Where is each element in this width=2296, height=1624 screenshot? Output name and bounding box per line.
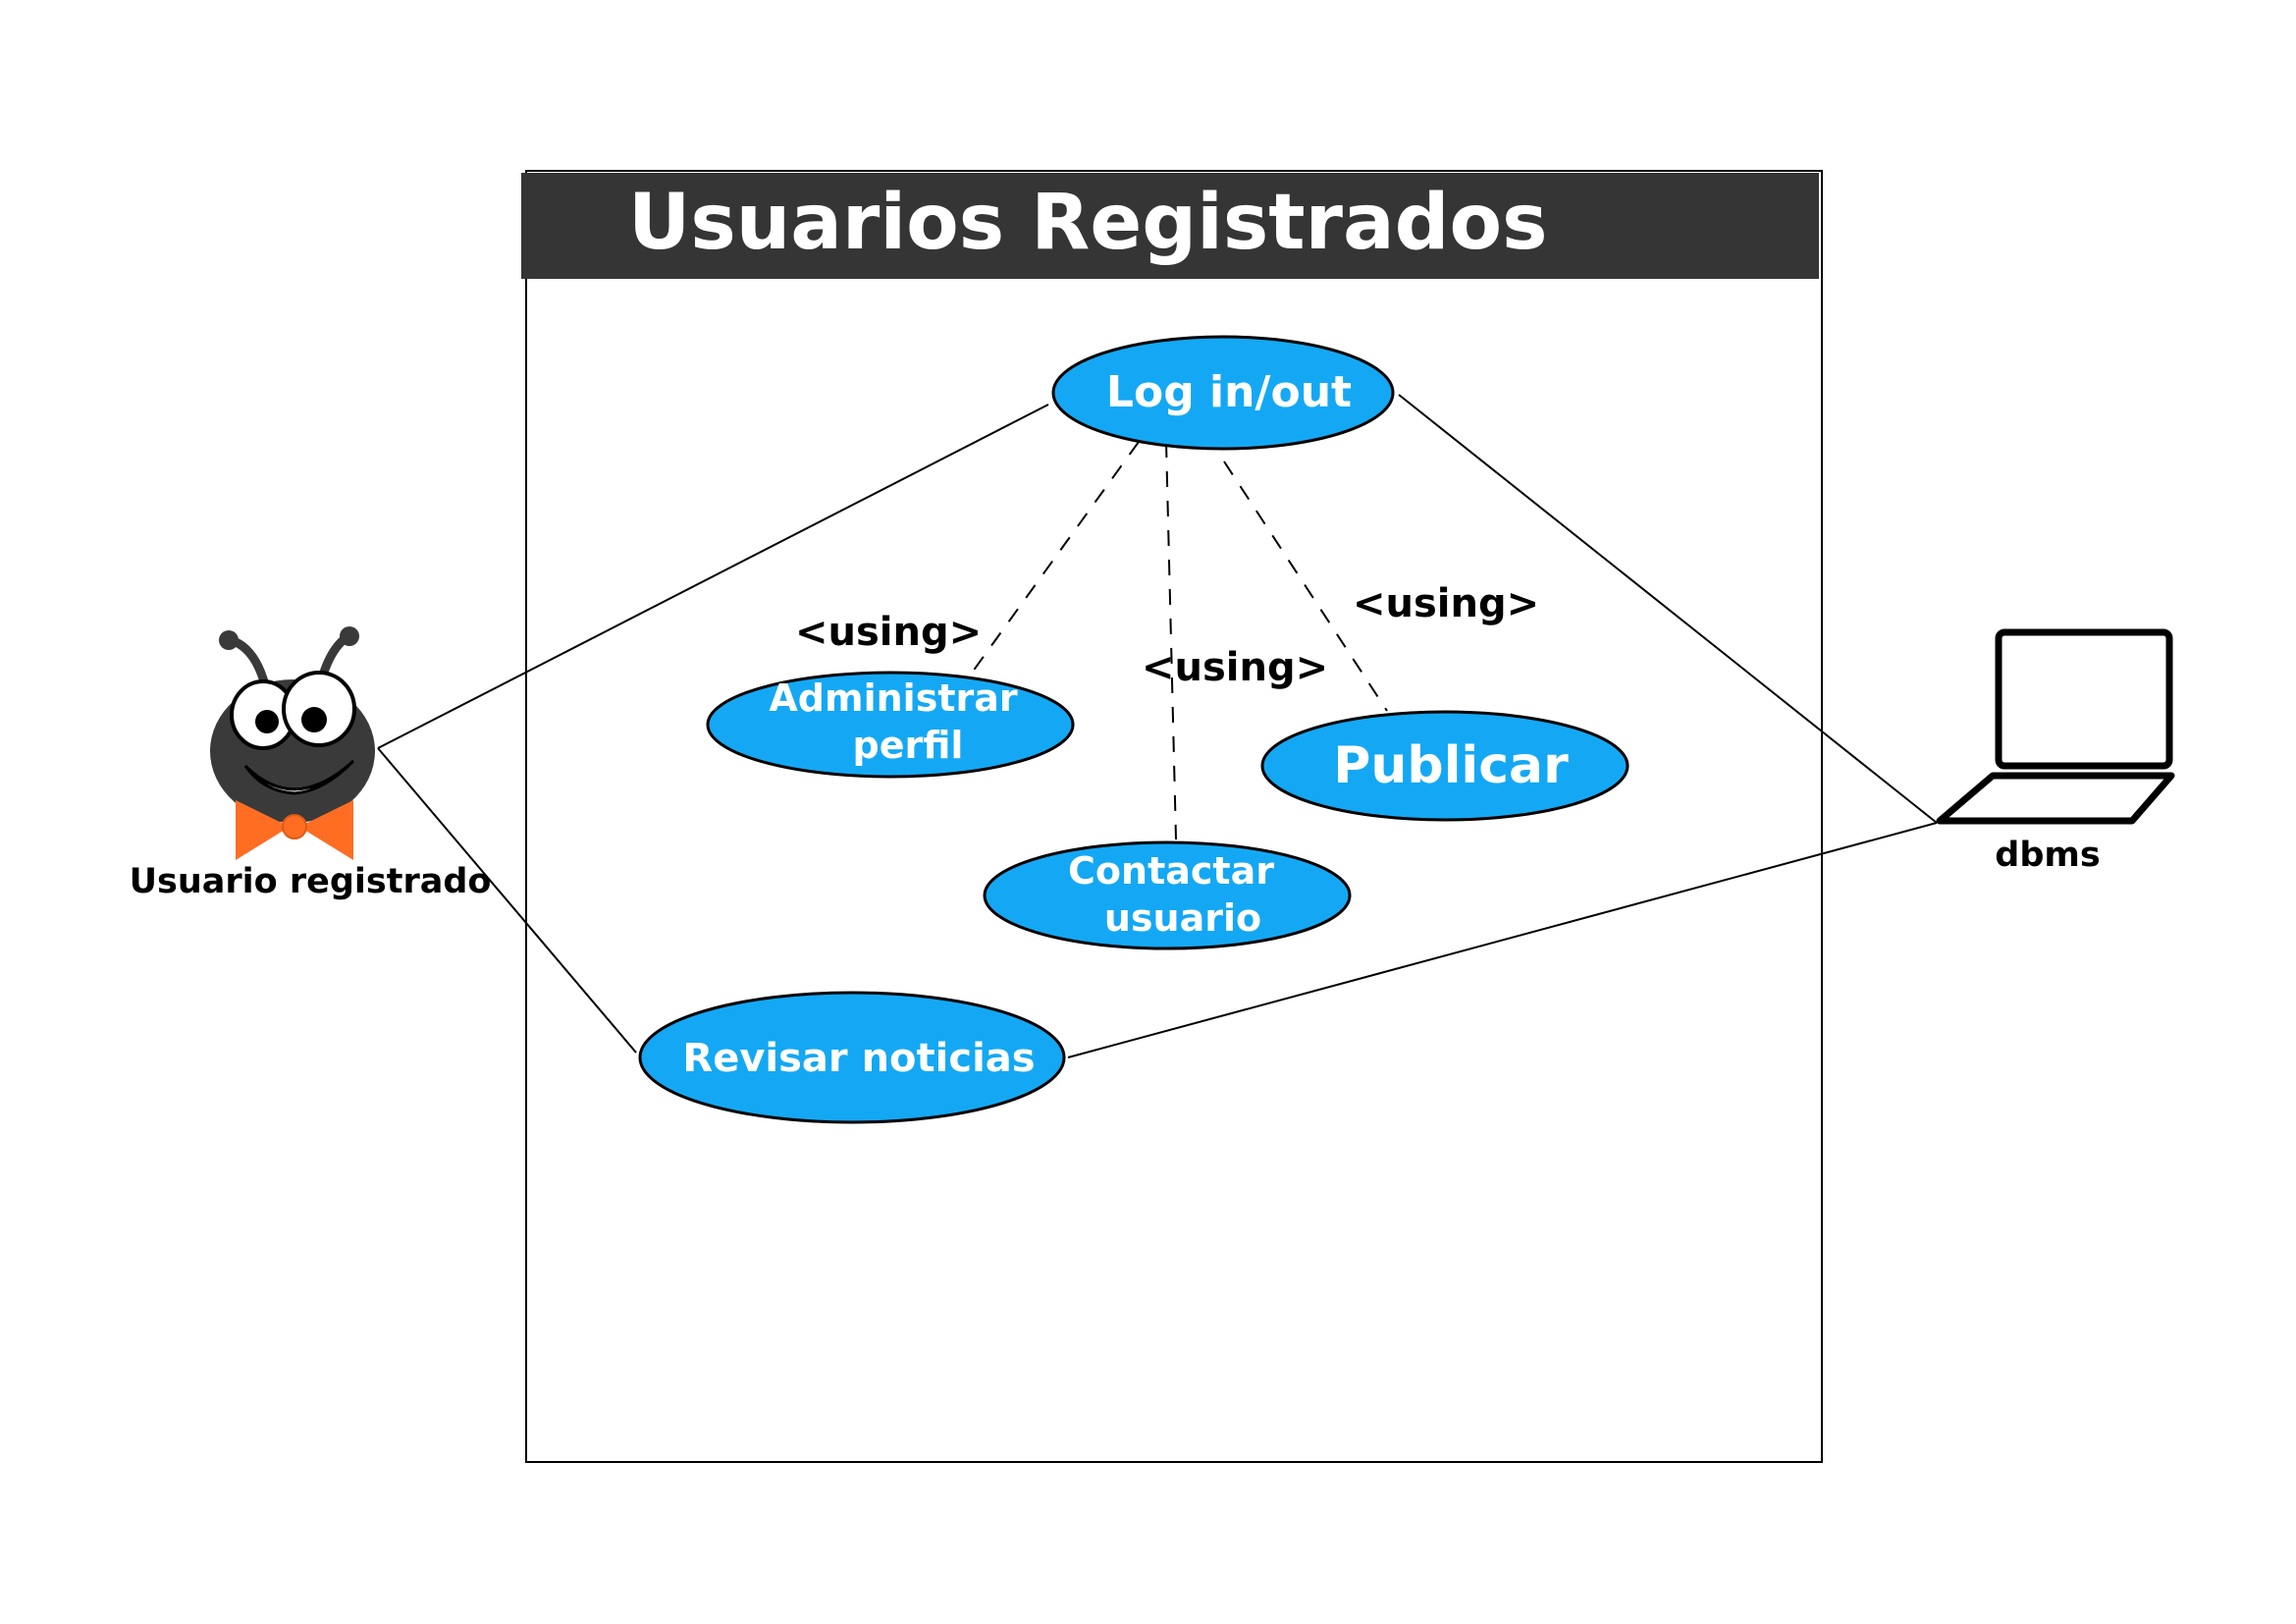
use-case-login[interactable]: Log in/out: [1051, 335, 1395, 451]
actor-user-label: Usuario registrado: [130, 862, 492, 901]
use-case-admin-profile-label-line1: Administrar: [769, 677, 1017, 720]
association-user-news: [377, 747, 637, 1054]
use-case-login-label: Log in/out: [1106, 367, 1352, 417]
use-case-review-news-shape: [638, 991, 1066, 1124]
use-case-contact-user-label-line2: usuario: [1104, 896, 1261, 940]
using-label-contact: <using>: [1142, 645, 1328, 690]
using-label-publicar: <using>: [1353, 581, 1539, 626]
association-user-login: [377, 404, 1049, 749]
laptop-icon: [1936, 628, 2175, 825]
use-case-contact-user-shape: [983, 840, 1352, 950]
using-line-contact: [1165, 441, 1177, 840]
using-line-admin: [969, 441, 1140, 677]
use-case-admin-profile-label-line2: perfil: [853, 724, 964, 767]
actor-user[interactable]: Usuario registrado: [130, 626, 492, 901]
use-case-contact-user-label-line1: Contactar: [1068, 849, 1274, 893]
association-news-dbms: [1067, 822, 1938, 1058]
use-case-publicar-shape: [1260, 710, 1629, 822]
use-case-review-news[interactable]: Revisar noticias: [638, 991, 1066, 1124]
using-relations: [969, 441, 1388, 840]
system-title-bar: [521, 173, 1819, 279]
actor-dbms-label: dbms: [1995, 836, 2100, 875]
system-boundary: [525, 170, 1823, 1463]
use-case-contact-user[interactable]: Contactar usuario: [983, 840, 1352, 950]
use-case-publicar[interactable]: Publicar: [1260, 710, 1629, 822]
association-login-dbms: [1398, 394, 1938, 824]
use-case-admin-profile[interactable]: Administrar perfil: [706, 671, 1075, 779]
ant-mascot-icon: [210, 626, 375, 860]
using-line-publicar: [1223, 460, 1388, 712]
associations: [377, 394, 1938, 1058]
use-case-login-shape: [1051, 335, 1395, 451]
system-title: Usuarios Registrados: [628, 179, 1548, 267]
use-case-admin-profile-shape: [706, 671, 1075, 779]
using-label-admin: <using>: [795, 610, 982, 655]
use-case-review-news-label: Revisar noticias: [682, 1036, 1035, 1081]
use-case-publicar-label: Publicar: [1333, 736, 1569, 795]
actor-dbms[interactable]: dbms: [1936, 628, 2175, 875]
